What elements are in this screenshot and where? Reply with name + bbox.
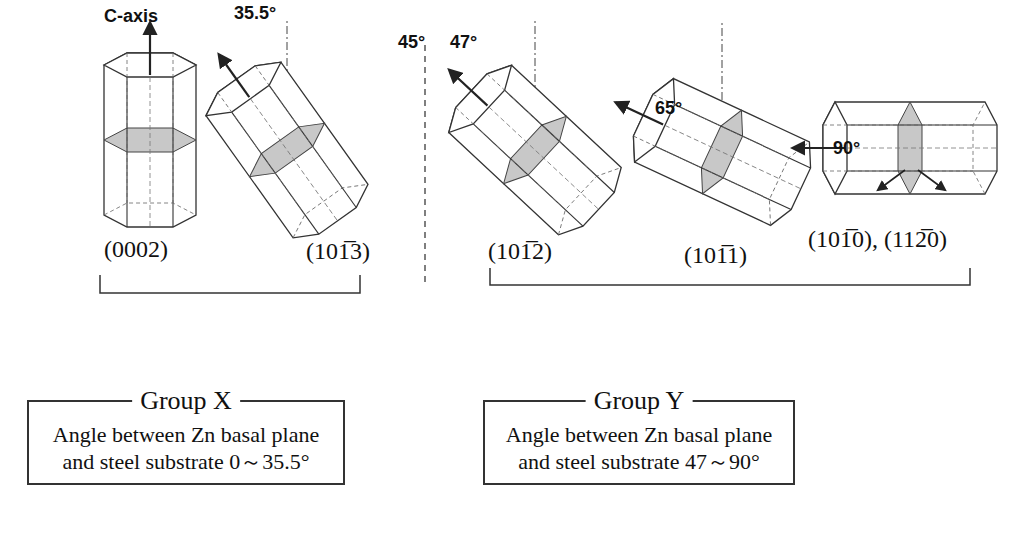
hexagonal-prism — [182, 28, 375, 248]
group-bracket — [490, 268, 970, 285]
group-description: Angle between Zn basal plane and steel s… — [485, 422, 793, 475]
group-box: Group YAngle between Zn basal plane and … — [483, 400, 795, 485]
axis-line — [643, 115, 801, 189]
plane-index: (101̅1) — [684, 242, 747, 269]
face-arrow — [918, 170, 945, 190]
angle-label: 90° — [833, 138, 860, 159]
hexagonal-prism — [793, 102, 997, 194]
hidden-edge — [487, 74, 597, 176]
group-bracket — [100, 275, 360, 293]
basal-plane — [243, 114, 332, 187]
hidden-edge — [653, 94, 789, 157]
angle-label: 65° — [655, 98, 682, 119]
prism-outline — [104, 53, 196, 227]
basal-plane — [692, 105, 753, 199]
prism-outline — [440, 57, 630, 243]
hidden-edge — [633, 136, 769, 199]
prism-outline — [823, 102, 997, 194]
group-heading: Group Y — [586, 387, 693, 416]
hidden-edge — [255, 66, 342, 188]
basal-plane — [495, 108, 575, 192]
face-arrow — [878, 170, 905, 190]
basal-plane — [898, 102, 922, 194]
angle-label: 45° — [398, 32, 425, 53]
group-heading: Group X — [132, 387, 240, 416]
group-box: Group XAngle between Zn basal plane and … — [27, 400, 345, 485]
angle-label: 35.5° — [234, 3, 276, 24]
c-axis-arrow — [149, 23, 151, 75]
hexagonal-prism — [597, 61, 821, 231]
prism-outline — [199, 52, 375, 247]
c-axis-arrow — [449, 70, 487, 105]
plane-index: (101̅0), (112̅0) — [808, 226, 947, 253]
c-axis-arrow — [219, 55, 249, 97]
basal-plane — [104, 128, 196, 152]
prism-outline — [624, 74, 821, 231]
group-description: Angle between Zn basal plane and steel s… — [29, 422, 343, 475]
prism-face — [199, 52, 288, 125]
hidden-edge — [127, 53, 128, 203]
hidden-edge — [218, 93, 305, 215]
hexagonal-prism — [104, 23, 196, 227]
plane-index: (0002) — [104, 236, 168, 263]
hidden-edge — [173, 53, 174, 203]
divider-line — [424, 45, 426, 285]
prism-face — [440, 57, 520, 141]
hexagonal-prism — [418, 37, 630, 243]
hidden-edge — [823, 125, 973, 126]
hidden-edge — [823, 171, 973, 172]
angle-label: 47° — [450, 32, 477, 53]
axis-line — [236, 79, 337, 221]
plane-index: (101̅3) — [306, 238, 370, 265]
plane-index: (101̅2) — [488, 238, 552, 265]
hidden-edge — [456, 107, 566, 209]
axis-line — [471, 91, 598, 210]
axis-label: C-axis — [104, 6, 158, 27]
axis-line — [150, 53, 151, 227]
